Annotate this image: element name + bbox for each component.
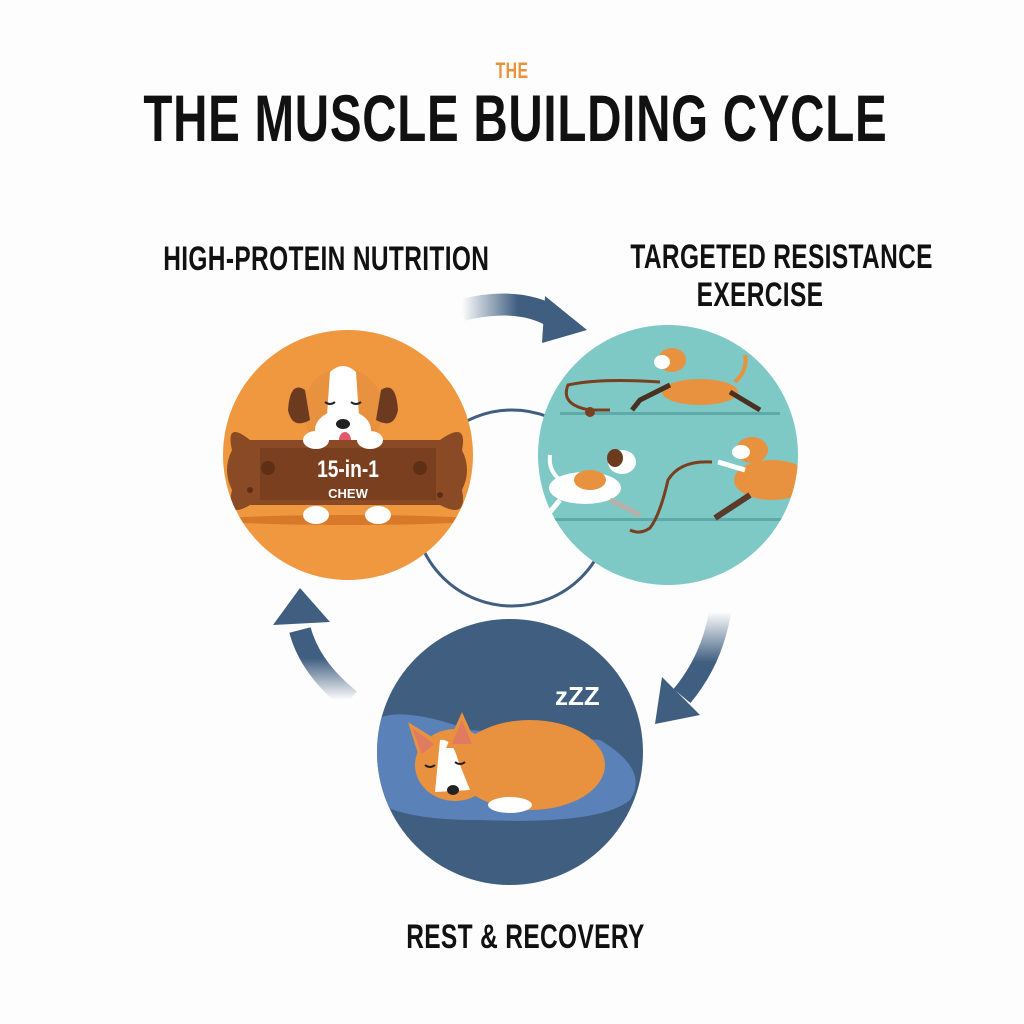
page-title: THE MUSCLE BUILDING CYCLE — [143, 81, 888, 155]
chew-badge-sub: CHEW — [328, 486, 368, 501]
chew-badge-main: 15-in-1 — [317, 455, 379, 483]
stage-label-exercise: TARGETED RESISTANCE EXERCISE — [630, 238, 933, 314]
stage-circle-nutrition: 15-in-1 CHEW — [223, 330, 473, 580]
stage-label-rest: REST & RECOVERY — [406, 918, 645, 956]
sleeping-dog-icon: zZZ — [377, 681, 636, 821]
stage-circle-exercise — [538, 325, 798, 585]
dog-with-bone-chew-icon: 15-in-1 CHEW — [223, 366, 473, 525]
dogs-tug-of-war-icon — [538, 348, 798, 534]
sleep-zzz-text: zZZ — [555, 681, 600, 711]
arrow-nutrition-to-exercise — [459, 293, 587, 343]
title-kicker: THE — [495, 58, 529, 83]
stage-circle-rest: zZZ — [377, 619, 643, 885]
stage-label-exercise-line1: TARGETED RESISTANCE — [630, 238, 933, 276]
arrow-exercise-to-rest — [655, 610, 731, 724]
stage-label-exercise-line2: EXERCISE — [696, 276, 824, 314]
arrow-rest-to-nutrition — [273, 588, 357, 709]
stage-label-nutrition: HIGH-PROTEIN NUTRITION — [163, 240, 490, 278]
